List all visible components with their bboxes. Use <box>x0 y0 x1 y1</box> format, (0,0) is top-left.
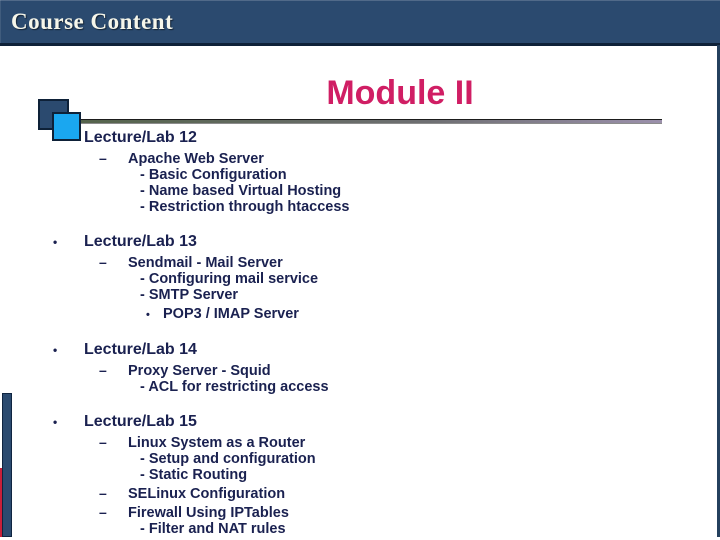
slide-title: Module II <box>326 74 474 112</box>
bullet-icon: • <box>53 343 58 357</box>
dash-icon: – <box>99 150 107 166</box>
lecture-heading: • Lecture/Lab 15 <box>0 413 700 431</box>
title-underline <box>78 119 662 124</box>
bullet-item: - Restriction through htaccess <box>140 199 700 215</box>
bullet-text: SELinux Configuration <box>128 486 286 502</box>
bullet-text: - Name based Virtual Hosting <box>140 183 342 199</box>
bullet-text: Linux System as a Router <box>128 435 306 451</box>
bullet-item: - Name based Virtual Hosting <box>140 183 700 199</box>
bullet-list: •Lecture/Lab 12–Apache Web Server- Basic… <box>0 124 700 537</box>
bullet-item: – Firewall Using IPTables <box>99 504 700 521</box>
bullet-item: – Apache Web Server <box>99 150 700 167</box>
lecture-heading: • Lecture/Lab 14 <box>0 341 700 359</box>
dash-icon: – <box>99 485 107 501</box>
bullet-item: – Linux System as a Router <box>99 434 700 451</box>
bullet-item: – Sendmail - Mail Server <box>99 254 700 271</box>
left-navy-bar <box>2 393 12 537</box>
lecture-heading: • Lecture/Lab 13 <box>0 233 700 251</box>
bullet-text: - Static Routing <box>140 467 248 483</box>
dash-icon: – <box>99 254 107 270</box>
lecture-label: Lecture/Lab 15 <box>84 413 197 430</box>
right-edge-line <box>717 45 720 537</box>
bullet-text: Proxy Server - Squid <box>128 363 271 379</box>
bullet-item: - ACL for restricting access <box>140 379 700 395</box>
bullet-text: - SMTP Server <box>140 287 239 303</box>
lecture-label: Lecture/Lab 13 <box>84 233 197 250</box>
lecture-heading: •Lecture/Lab 12 <box>0 129 700 147</box>
bullet-item: - SMTP Server <box>140 287 700 303</box>
bullet-icon: • <box>146 309 150 321</box>
dash-icon: – <box>99 434 107 450</box>
bullet-text: Sendmail - Mail Server <box>128 255 283 271</box>
decor-square-cyan <box>52 112 81 141</box>
bullet-text: - Configuring mail service <box>140 271 319 287</box>
bullet-text: Firewall Using IPTables <box>128 505 289 521</box>
bullet-item: - Static Routing <box>140 467 700 483</box>
dash-icon: – <box>99 362 107 378</box>
bullet-item: - Basic Configuration <box>140 167 700 183</box>
bullet-text: - Basic Configuration <box>140 167 287 183</box>
bullet-item: – SELinux Configuration <box>99 485 700 502</box>
dash-icon: – <box>99 504 107 520</box>
bullet-text: - Restriction through htaccess <box>140 199 350 215</box>
bullet-item: • POP3 / IMAP Server <box>146 306 700 323</box>
bullet-text: - ACL for restricting access <box>140 379 329 395</box>
lecture-label: Lecture/Lab 12 <box>84 129 197 146</box>
bullet-text: Apache Web Server <box>128 151 264 167</box>
page-title: Course Content <box>11 9 174 34</box>
bullet-item: - Configuring mail service <box>140 271 700 287</box>
bullet-item: - Setup and configuration <box>140 451 700 467</box>
bullet-item: - Filter and NAT rules <box>140 521 700 537</box>
bullet-item: – Proxy Server - Squid <box>99 362 700 379</box>
bullet-text: - Setup and configuration <box>140 451 316 467</box>
bullet-icon: • <box>53 415 58 429</box>
header-bar: Course Content <box>0 0 720 46</box>
bullet-text: POP3 / IMAP Server <box>163 306 299 322</box>
left-red-line <box>0 468 2 537</box>
bullet-text: - Filter and NAT rules <box>140 521 286 537</box>
lecture-label: Lecture/Lab 14 <box>84 341 197 358</box>
bullet-icon: • <box>53 235 58 249</box>
